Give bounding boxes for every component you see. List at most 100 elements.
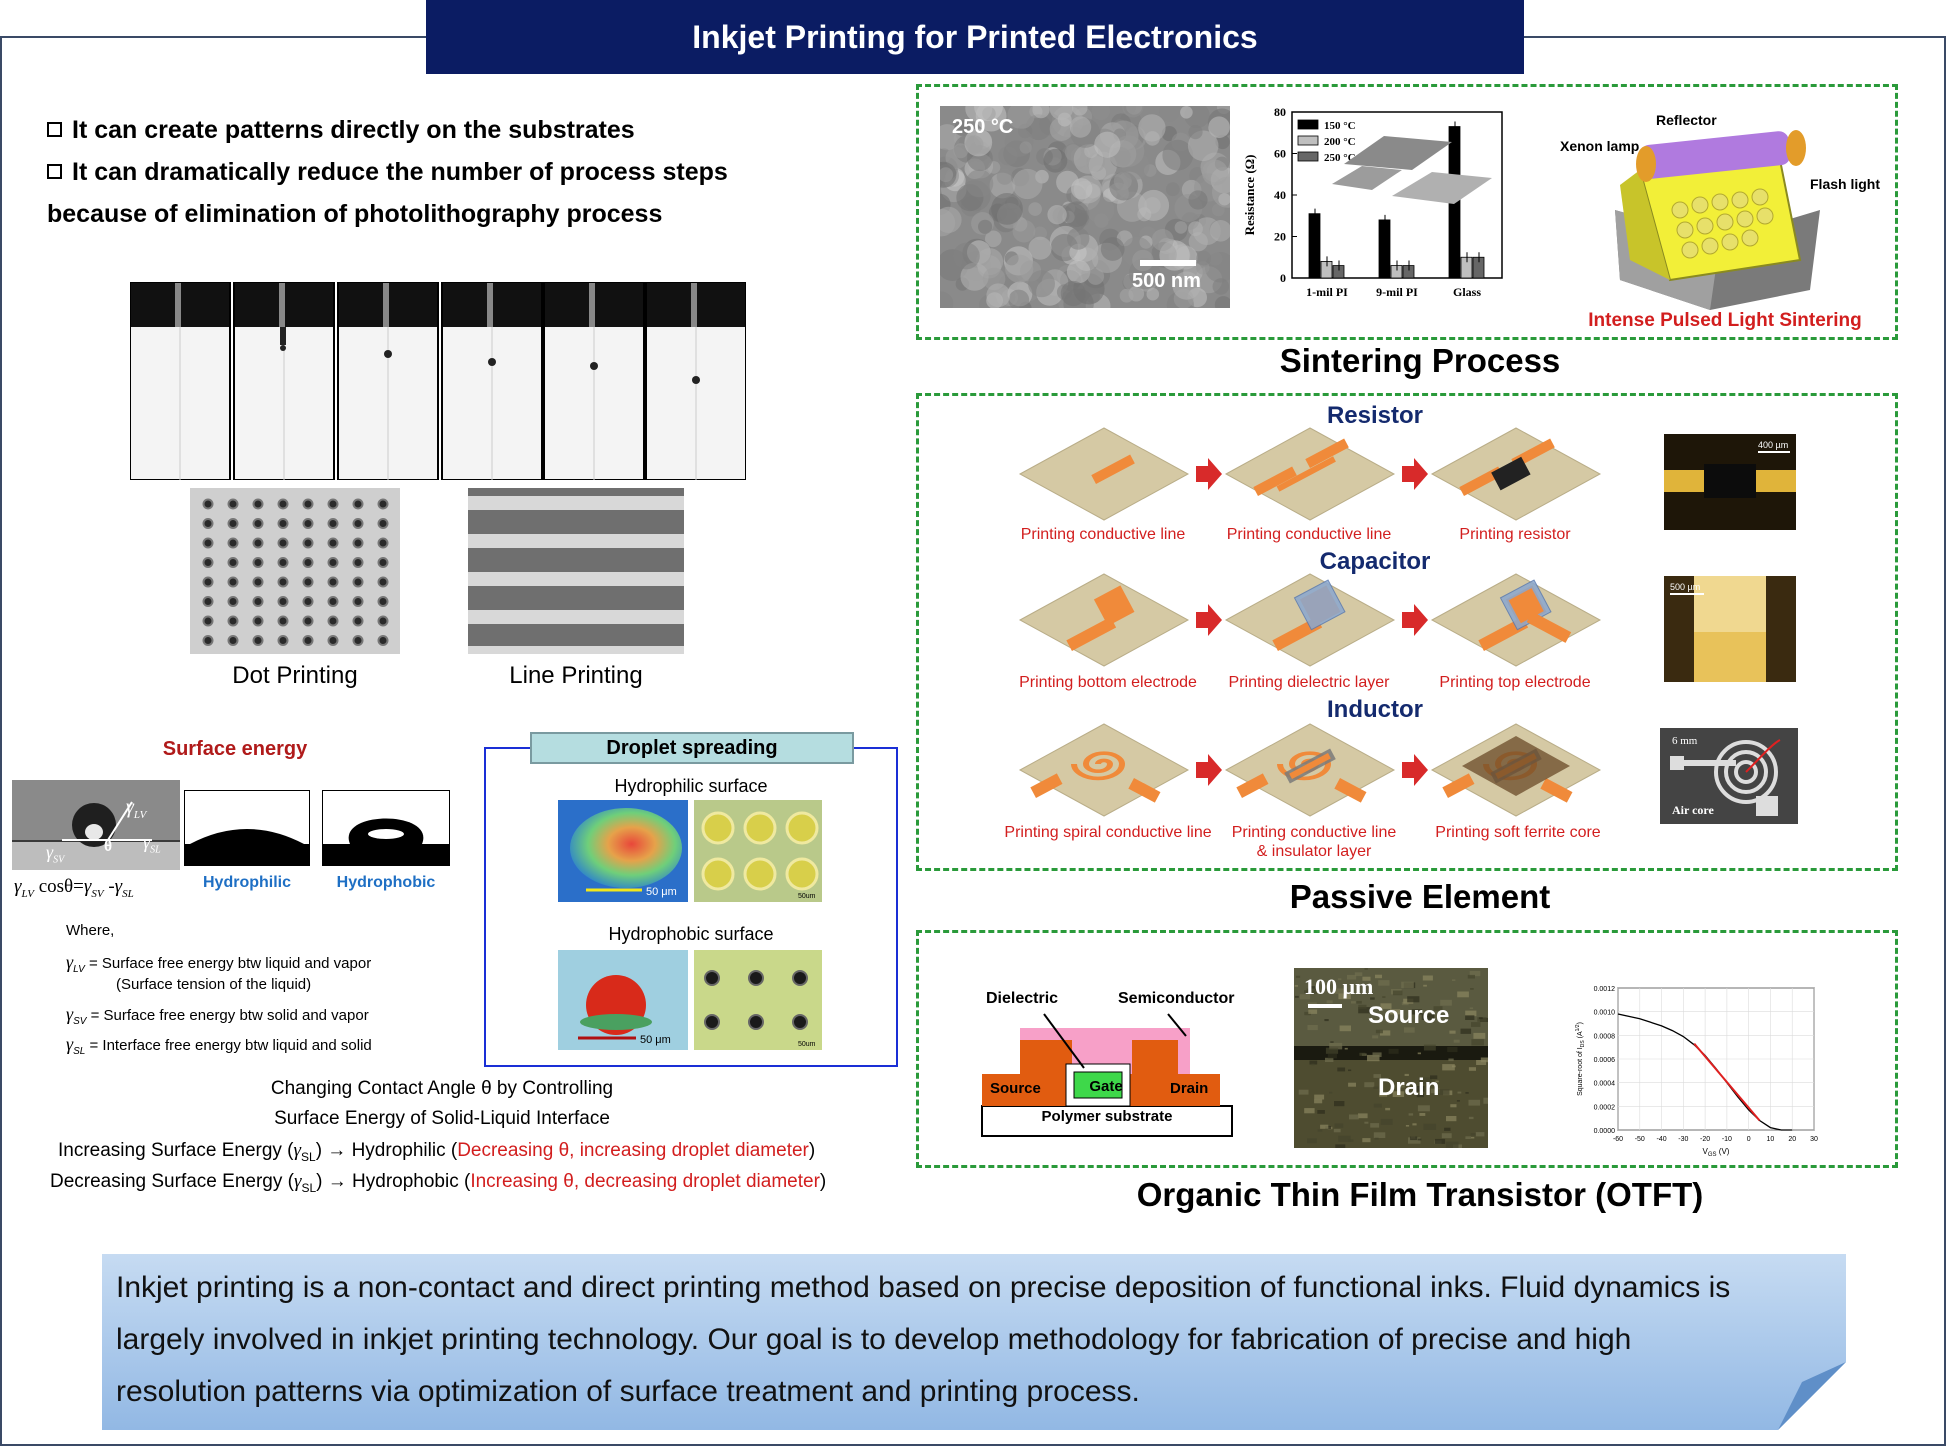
substrate-plate	[1018, 573, 1190, 667]
micro-texture	[1417, 1052, 1421, 1055]
x-tick-label: 20	[1788, 1136, 1796, 1143]
micro-texture	[1457, 991, 1469, 998]
flash-light-label: Flash light	[1810, 176, 1880, 192]
arrow-right-icon	[1196, 458, 1222, 490]
inductor-photo: 6 mm Air core	[1660, 728, 1798, 824]
hydrophilic-drop-image	[184, 790, 310, 866]
x-tick-label: -10	[1722, 1136, 1732, 1143]
micro-texture	[1306, 988, 1317, 994]
micro-texture	[1468, 1099, 1481, 1106]
sem-grain	[1091, 106, 1110, 121]
printed-dot	[202, 596, 214, 607]
printed-dot	[227, 537, 239, 549]
contact-angle-image	[12, 780, 180, 870]
def-lv-text: = Surface free energy btw liquid and vap…	[88, 955, 372, 972]
micro-texture	[1362, 1138, 1371, 1143]
where-label: Where,	[66, 922, 115, 939]
printed-dot	[377, 537, 389, 549]
sem-grain	[1008, 289, 1030, 308]
printed-dot	[252, 518, 264, 529]
sem-grain	[1004, 128, 1034, 157]
printed-dot	[252, 576, 264, 588]
conductive-line	[1253, 466, 1297, 496]
bar	[1378, 219, 1391, 279]
y-axis-label-main: Square-root of I	[1577, 1047, 1584, 1096]
sem-grain	[1087, 267, 1105, 285]
micro-texture	[1370, 1123, 1380, 1128]
gamma-symbol: γ	[293, 1171, 302, 1192]
semiconductor-label: Semiconductor	[1118, 990, 1235, 1007]
resistor-step-2: Printing conductive line	[1226, 526, 1392, 543]
micro-texture	[1390, 1009, 1401, 1015]
sintering-title: Sintering Process	[1279, 342, 1561, 379]
capacitor-step-3: Printing top electrode	[1439, 674, 1591, 691]
micro-texture	[1473, 1032, 1486, 1039]
resistor-scale: 400 µm	[1758, 440, 1788, 450]
resistor-photo: 400 µm	[1664, 434, 1796, 530]
sem-grain	[1212, 278, 1230, 295]
printed-dot	[327, 615, 339, 627]
printed-dot	[302, 518, 314, 529]
gate-label: Gate	[1089, 1078, 1123, 1095]
printed-dot	[377, 615, 389, 627]
x-tick-label: -30	[1678, 1136, 1688, 1143]
printed-dot	[202, 576, 214, 588]
def-gamma-lv-note: (Surface tension of the liquid)	[116, 976, 312, 993]
micro-texture	[1367, 1054, 1380, 1062]
micro-texture	[1338, 993, 1351, 1000]
x-tick-label: 9-mil PI	[1376, 285, 1418, 299]
gamma-symbol: γ	[114, 876, 123, 897]
sem-grain	[1209, 220, 1230, 242]
micro-texture	[1317, 1129, 1323, 1132]
gamma-symbol: γ	[143, 832, 151, 852]
micro-texture	[1380, 1030, 1391, 1036]
nozzle-icon	[487, 283, 493, 327]
micro-texture	[1468, 1067, 1476, 1071]
sem-grain	[1162, 139, 1194, 171]
printed-dot	[302, 615, 314, 627]
printed-dot	[327, 557, 339, 568]
line-printing-image	[468, 488, 684, 654]
drain-label: Drain	[1170, 1080, 1209, 1097]
sem-grain	[1043, 148, 1068, 173]
inductor-scale: 6 mm	[1672, 735, 1698, 747]
y-axis-label: Resistance (Ω)	[1242, 155, 1257, 236]
y-tick-label: 0.0012	[1594, 986, 1616, 993]
gamma-subscript: LV	[21, 887, 34, 900]
micro-texture	[1470, 1133, 1476, 1136]
micro-texture	[1359, 1052, 1366, 1056]
def-sv-text: = Surface free energy btw solid and vapo…	[90, 1007, 369, 1024]
micro-texture	[1393, 990, 1403, 996]
otft-micrograph	[1294, 968, 1488, 1148]
micro-texture	[1433, 1006, 1443, 1011]
inductor-pad	[1236, 773, 1269, 798]
micro-texture	[1329, 1042, 1343, 1050]
micro-texture	[1419, 1113, 1426, 1116]
sem-grain	[1151, 229, 1174, 251]
micro-texture	[1362, 976, 1371, 981]
passive-panel	[916, 393, 1898, 871]
sem-grain	[1215, 134, 1230, 150]
sem-grain	[1028, 270, 1055, 298]
printed-dot	[277, 635, 289, 646]
sem-grain	[985, 230, 1002, 248]
x-axis-label-sub: GS	[1708, 1152, 1717, 1158]
sem-grain	[986, 283, 1011, 308]
spiral-line	[1071, 751, 1126, 781]
micro-texture	[1453, 1039, 1460, 1043]
printed-dot	[377, 557, 389, 568]
y-tick-label: 20	[1274, 230, 1286, 244]
sem-grain	[1072, 106, 1088, 116]
printed-dot	[327, 635, 339, 646]
legend-label: 250 °C	[1324, 152, 1356, 164]
gamma-subscript: SL	[122, 887, 134, 900]
micro-texture	[1358, 1113, 1368, 1119]
micro-texture	[1298, 1089, 1309, 1095]
printed-dot	[227, 557, 239, 568]
micro-scale: 100 μm	[1304, 974, 1374, 999]
equation-cos: cosθ=	[38, 876, 84, 897]
sem-grain	[1047, 205, 1067, 225]
dot-printing-label: Dot Printing	[232, 662, 358, 689]
sem-grain	[1138, 189, 1170, 221]
micro-texture	[1430, 1088, 1440, 1094]
